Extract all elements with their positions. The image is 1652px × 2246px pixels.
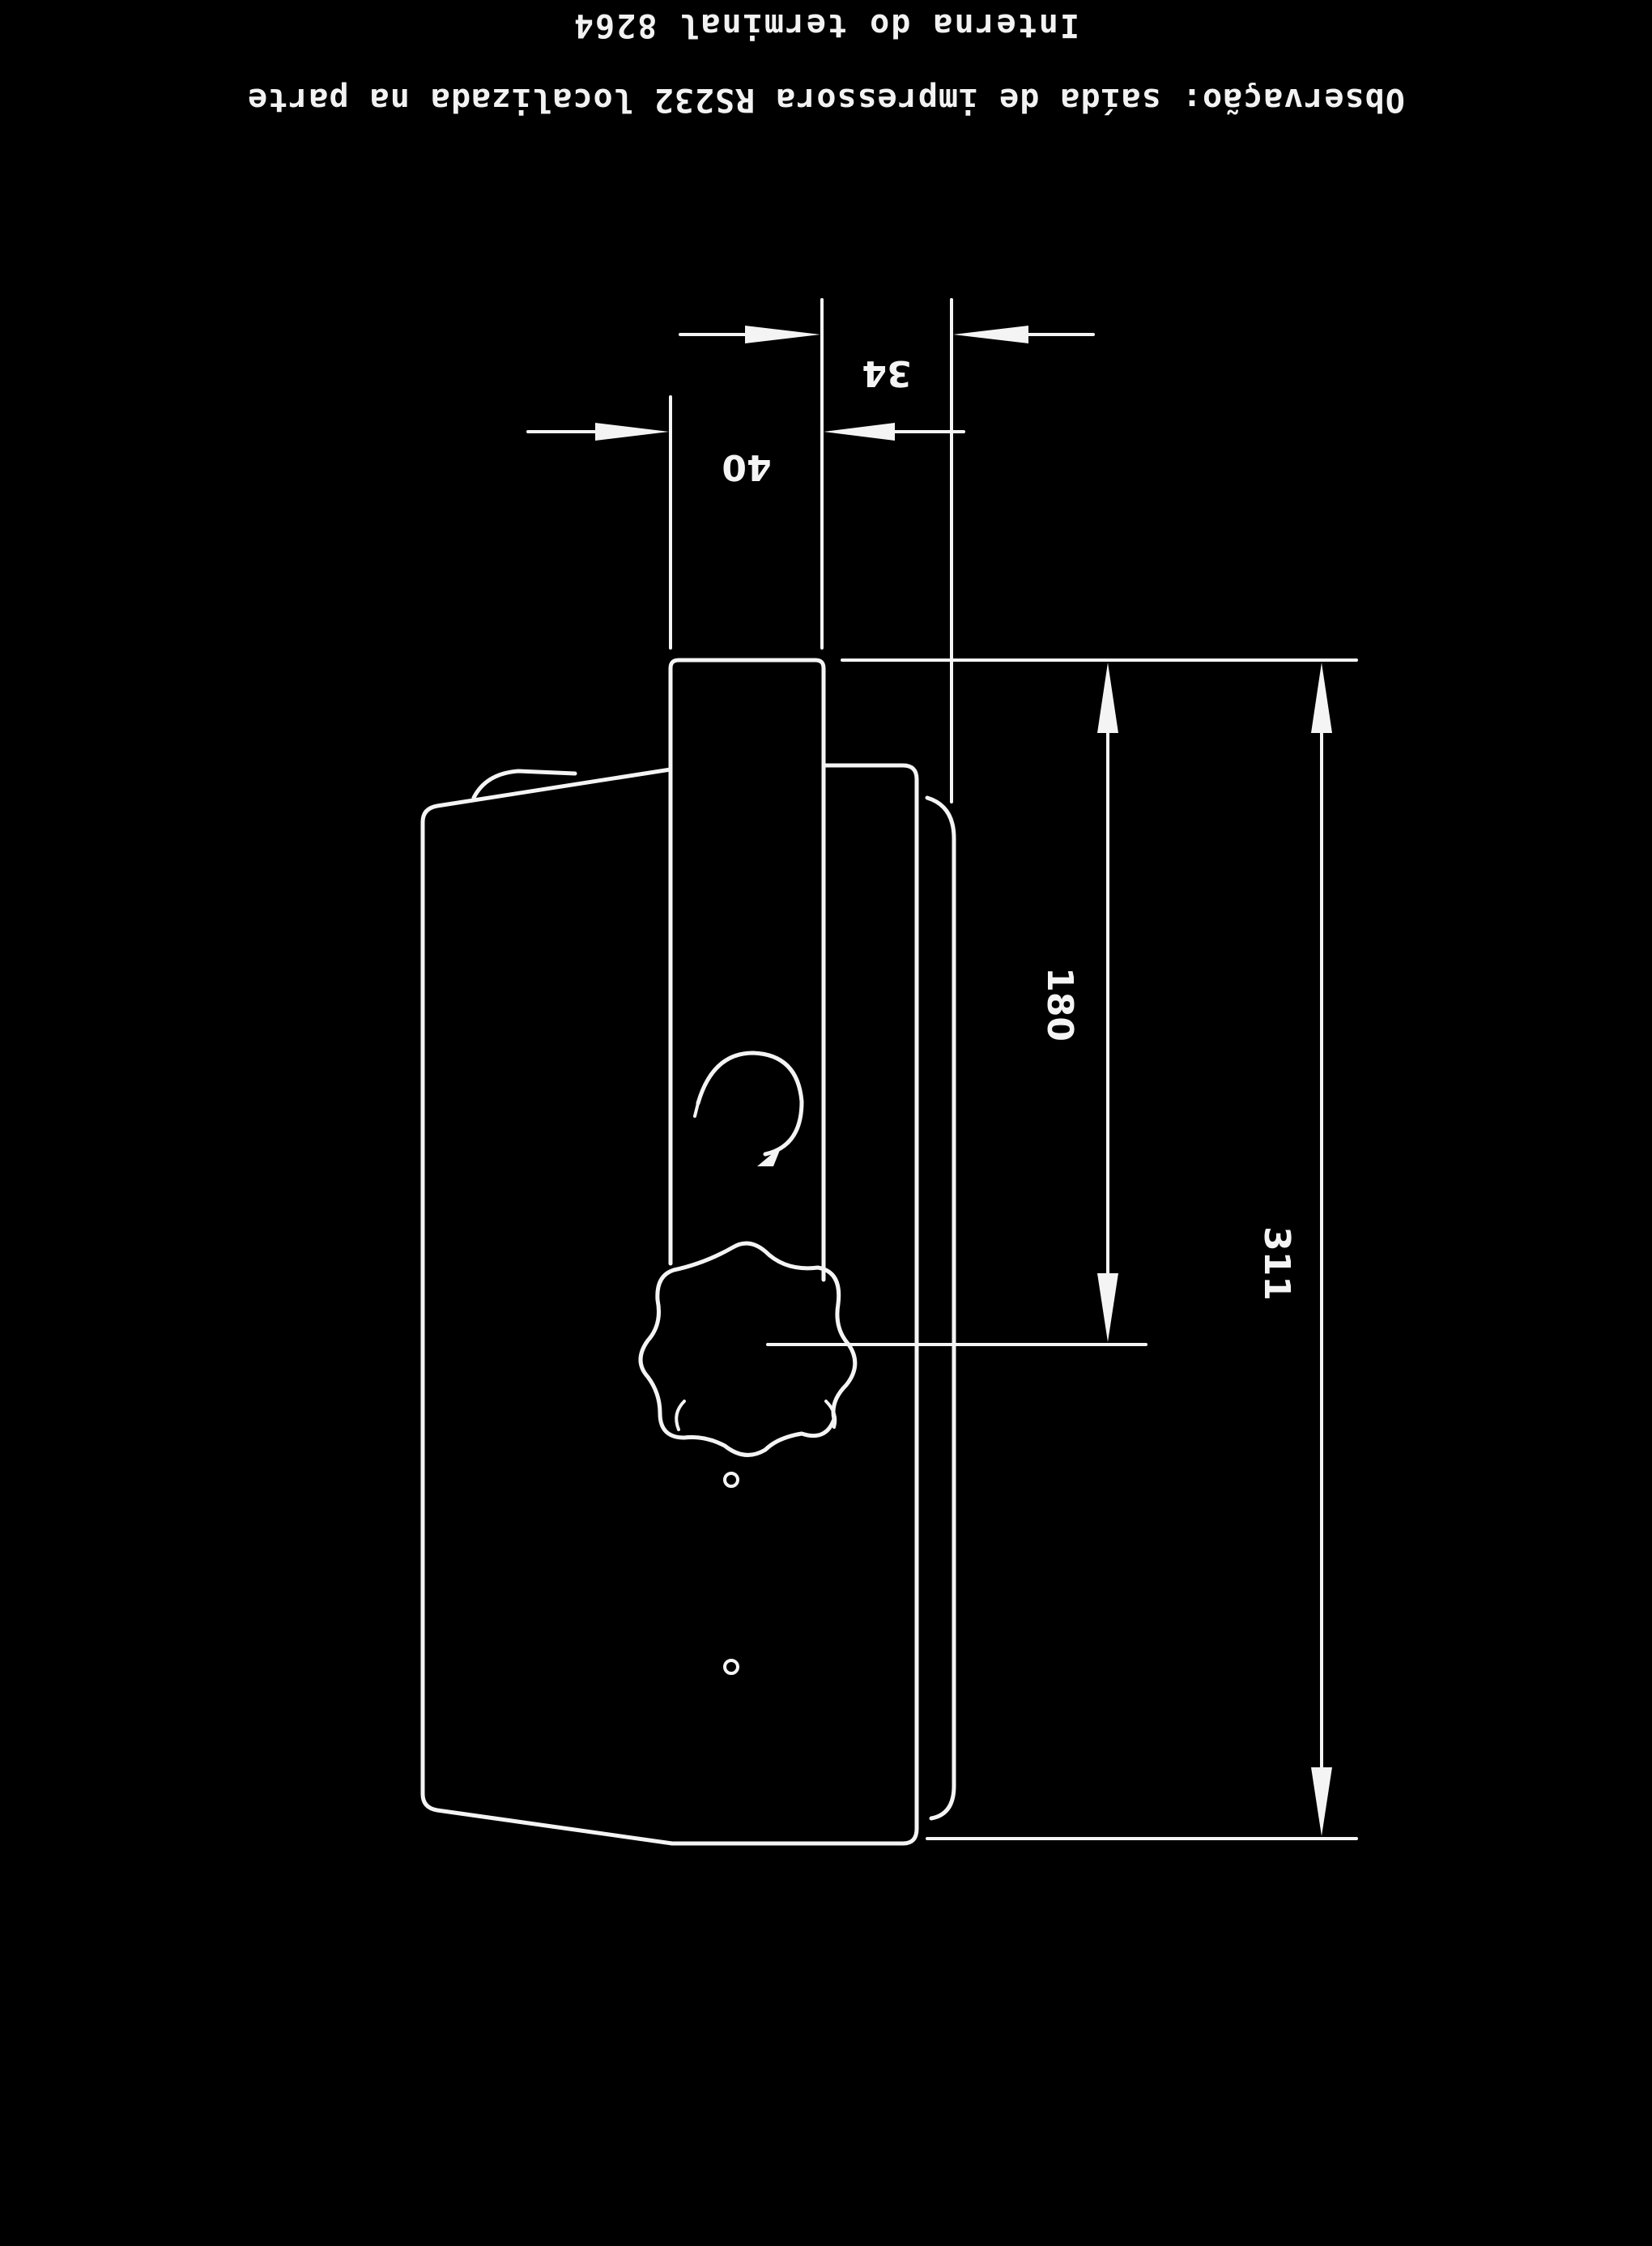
- dimension-mid-width: 40: [526, 395, 965, 650]
- terminal-body: [420, 658, 956, 1846]
- dim-label-40: 40: [722, 446, 771, 488]
- rotation-arrow-icon: [696, 1051, 804, 1157]
- arrow-down: [1311, 1767, 1332, 1836]
- center-slot: [668, 658, 826, 1282]
- dimension-top-width: 34: [679, 298, 1095, 803]
- arrow-left: [953, 326, 1028, 343]
- arrow-right: [595, 423, 669, 441]
- screw-hole-lower: [723, 1659, 739, 1675]
- rotation-arrow-tail: [693, 1102, 700, 1118]
- dimension-slot-height: 180: [766, 658, 1358, 1346]
- arrow-up: [1097, 663, 1118, 733]
- housing-left-outline: [420, 767, 675, 1846]
- arrow-right: [745, 326, 820, 343]
- arrow-down: [1097, 1273, 1118, 1342]
- adjustment-knob: [638, 1241, 858, 1457]
- housing-top-bump: [471, 769, 577, 800]
- dim-label-180: 180: [1039, 967, 1080, 1042]
- rotation-arrow-head: [757, 1146, 781, 1166]
- knob-detail-right: [824, 1400, 837, 1429]
- dimension-total-height: 311: [926, 663, 1358, 1840]
- arrow-left: [824, 423, 895, 441]
- rear-panel: [925, 795, 956, 1821]
- right-plate: [821, 763, 919, 1846]
- arrow-up: [1311, 663, 1332, 733]
- dim-label-34: 34: [862, 352, 911, 394]
- knob-detail-left: [675, 1400, 686, 1431]
- screw-hole-upper: [723, 1472, 739, 1488]
- dim-label-311: 311: [1256, 1226, 1297, 1301]
